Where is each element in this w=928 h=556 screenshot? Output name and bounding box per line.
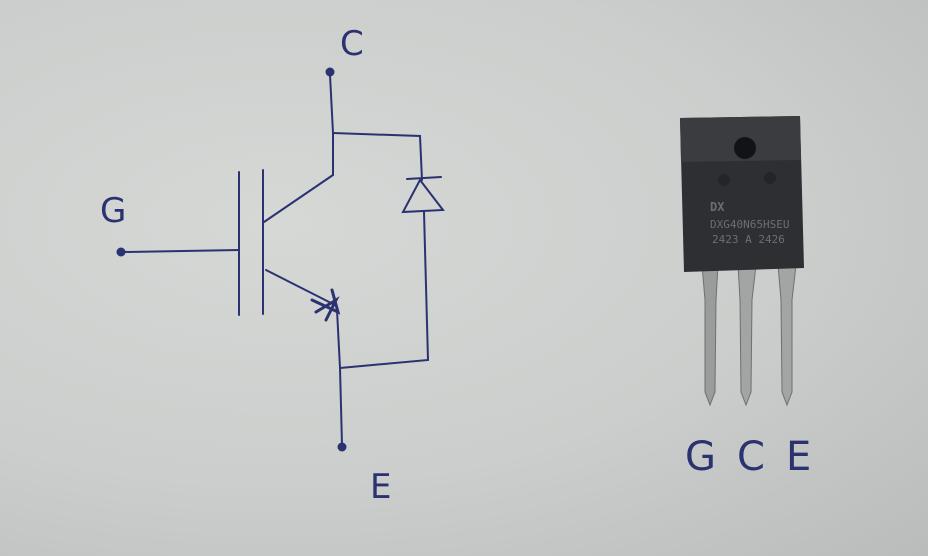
collector-lead [329,74,334,176]
chip-part-number: DXG40N65HSEU [710,218,789,231]
pin-label-gate: G [685,434,716,480]
igbt-schematic [116,67,445,452]
ejector-mark-right [764,172,776,184]
ejector-mark-left [718,174,730,186]
collector-diagonal [263,174,334,223]
collector-to-diode-wire [332,132,423,181]
label-gate: G [100,191,126,231]
label-collector: C [340,24,364,64]
pin-label-emitter: E [786,434,811,480]
leg-gate [701,264,719,407]
emitter-diagonal [265,269,336,306]
gate-lead [123,249,240,253]
emitter-terminal [337,442,347,452]
diode-triangle-icon [401,178,445,214]
leg-emitter [777,264,797,407]
label-emitter: E [370,467,391,507]
component-legs [701,264,797,407]
mounting-hole [734,137,756,159]
chip-date-code: 2423 A 2426 [712,233,785,246]
emitter-lead [336,309,343,446]
diode-cathode-bar [406,176,442,180]
leg-collector [737,264,757,407]
pin-label-collector: C [737,434,765,480]
chip-logo: DX [710,200,725,214]
to247-component: DX DXG40N65HSEU 2423 A 2426 [680,116,804,407]
emitter-to-diode-wire [339,211,430,369]
